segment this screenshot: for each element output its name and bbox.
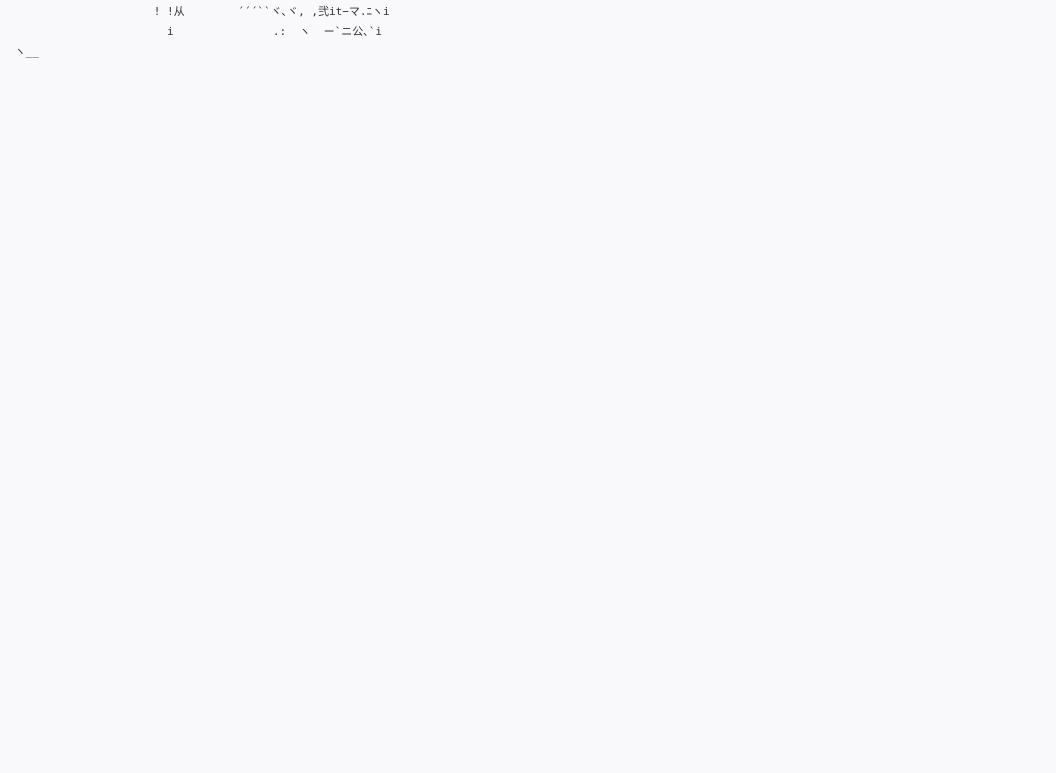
ascii-art-figure-top: ! !从 ´´´``ヾ､ヾ, ,弐it−マ.ﾆヽi i .: ヽ ー`ニ公､`i… xyxy=(14,5,390,58)
